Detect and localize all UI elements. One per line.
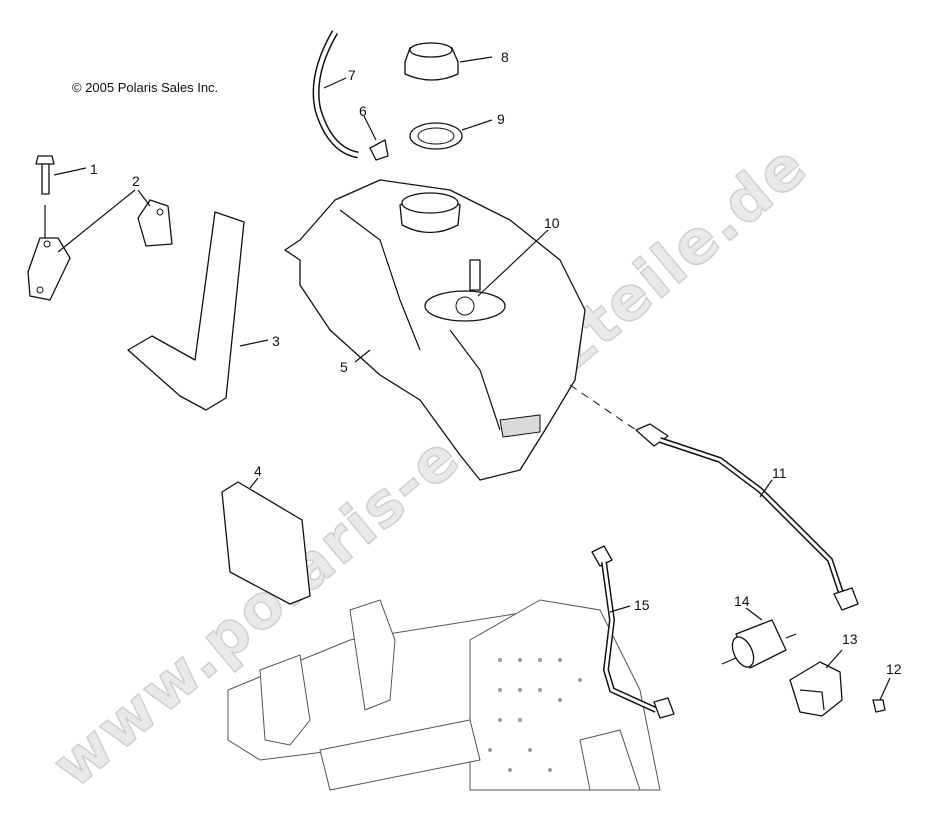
part-2-brackets <box>27 189 173 301</box>
callout-12: 12 <box>886 661 902 677</box>
part-8-fuel-cap <box>404 42 493 81</box>
callout-4: 4 <box>254 463 262 479</box>
callout-5: 5 <box>340 359 348 375</box>
callout-6: 6 <box>359 103 367 119</box>
part-4-panel <box>221 477 311 605</box>
part-11-fuel-line <box>569 384 859 611</box>
callout-13: 13 <box>842 631 858 647</box>
callout-10: 10 <box>544 215 560 231</box>
callout-7: 7 <box>348 67 356 83</box>
callout-labels: 1 2 3 4 5 6 7 8 9 10 11 12 13 14 15 <box>90 49 902 677</box>
part-1-bolt <box>35 155 87 248</box>
part-6-fitting <box>363 115 389 161</box>
callout-14: 14 <box>734 593 750 609</box>
part-10-pump-leader <box>477 229 549 297</box>
part-7-vent-hose <box>312 30 359 159</box>
copyright-text: © 2005 Polaris Sales Inc. <box>72 80 219 95</box>
part-3-pad <box>127 211 269 411</box>
callout-1: 1 <box>90 161 98 177</box>
part-12-screw <box>872 677 891 713</box>
chassis-frame <box>227 599 661 791</box>
callout-15: 15 <box>634 597 650 613</box>
callout-11: 11 <box>772 465 787 481</box>
part-13-clip <box>789 649 843 717</box>
callout-9: 9 <box>497 111 505 127</box>
part-14-filter <box>721 607 797 669</box>
callout-2: 2 <box>132 173 140 189</box>
part-5-fuel-tank <box>284 179 586 481</box>
part-9-seal <box>409 119 493 150</box>
callout-8: 8 <box>501 49 509 65</box>
callout-3: 3 <box>272 333 280 349</box>
part-15-fuel-line <box>591 545 675 719</box>
